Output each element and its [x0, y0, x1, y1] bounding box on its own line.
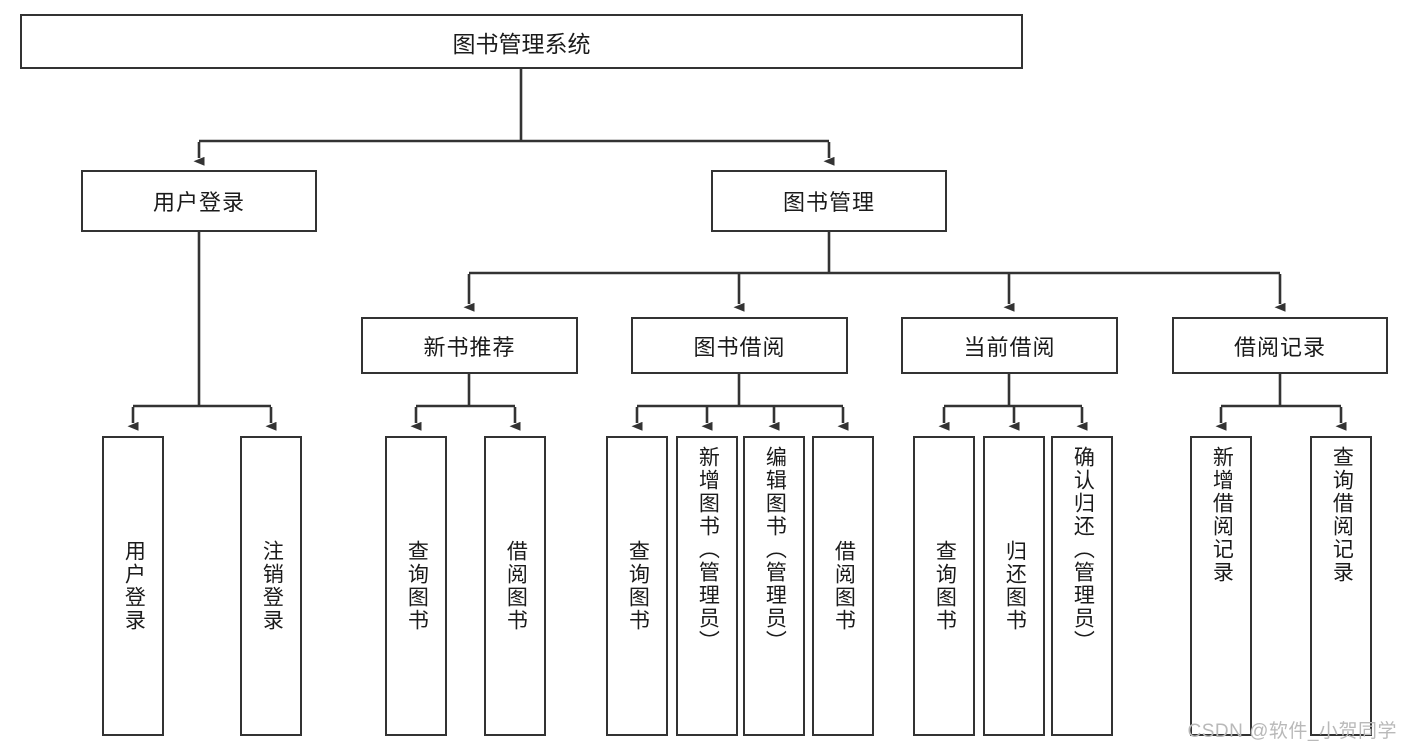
node-label: 借阅记录	[1233, 334, 1326, 360]
node-book-borrow[interactable]: 图书借阅	[631, 317, 848, 374]
node-leaf-borrow-book-1[interactable]: 借阅图书	[484, 436, 546, 736]
node-label: 查询借阅记录	[1330, 446, 1354, 584]
node-leaf-add-book[interactable]: 新增图书（管理员）	[676, 436, 738, 736]
node-label: 借阅图书	[832, 540, 856, 632]
node-current-borrow[interactable]: 当前借阅	[901, 317, 1118, 374]
node-label: 用户登录	[122, 540, 146, 632]
node-new-book-recommend[interactable]: 新书推荐	[361, 317, 578, 374]
node-label: 图书管理系统	[452, 30, 591, 57]
node-leaf-query-book-3[interactable]: 查询图书	[913, 436, 975, 736]
node-leaf-return-book[interactable]: 归还图书	[983, 436, 1045, 736]
node-leaf-user-logout[interactable]: 注销登录	[240, 436, 302, 736]
node-leaf-edit-book[interactable]: 编辑图书（管理员）	[743, 436, 805, 736]
node-label: 查询图书	[626, 540, 650, 632]
node-label: 查询图书	[933, 540, 957, 632]
node-leaf-user-login[interactable]: 用户登录	[102, 436, 164, 736]
node-label: 新增借阅记录	[1210, 446, 1234, 584]
node-leaf-query-book-1[interactable]: 查询图书	[385, 436, 447, 736]
node-label: 借阅图书	[504, 540, 528, 632]
node-root-system[interactable]: 图书管理系统	[20, 14, 1023, 69]
node-label: 查询图书	[405, 540, 429, 632]
node-label: 确认归还（管理员）	[1071, 446, 1095, 653]
node-label: 新书推荐	[423, 334, 516, 360]
node-user-login[interactable]: 用户登录	[81, 170, 317, 232]
node-label: 编辑图书（管理员）	[763, 446, 787, 653]
node-label: 图书借阅	[693, 334, 786, 360]
node-label: 用户登录	[152, 190, 245, 215]
node-leaf-query-record[interactable]: 查询借阅记录	[1310, 436, 1372, 736]
node-leaf-confirm-return[interactable]: 确认归还（管理员）	[1051, 436, 1113, 736]
node-label: 图书管理	[782, 190, 875, 215]
node-borrow-record[interactable]: 借阅记录	[1172, 317, 1388, 374]
node-leaf-borrow-book-2[interactable]: 借阅图书	[812, 436, 874, 736]
node-label: 注销登录	[260, 540, 284, 632]
node-leaf-query-book-2[interactable]: 查询图书	[606, 436, 668, 736]
node-book-management[interactable]: 图书管理	[711, 170, 947, 232]
node-label: 新增图书（管理员）	[696, 446, 720, 653]
node-leaf-add-record[interactable]: 新增借阅记录	[1190, 436, 1252, 736]
node-label: 归还图书	[1003, 540, 1027, 632]
watermark-text: CSDN @软件_小贺同学	[1187, 721, 1397, 742]
node-label: 当前借阅	[963, 334, 1056, 360]
